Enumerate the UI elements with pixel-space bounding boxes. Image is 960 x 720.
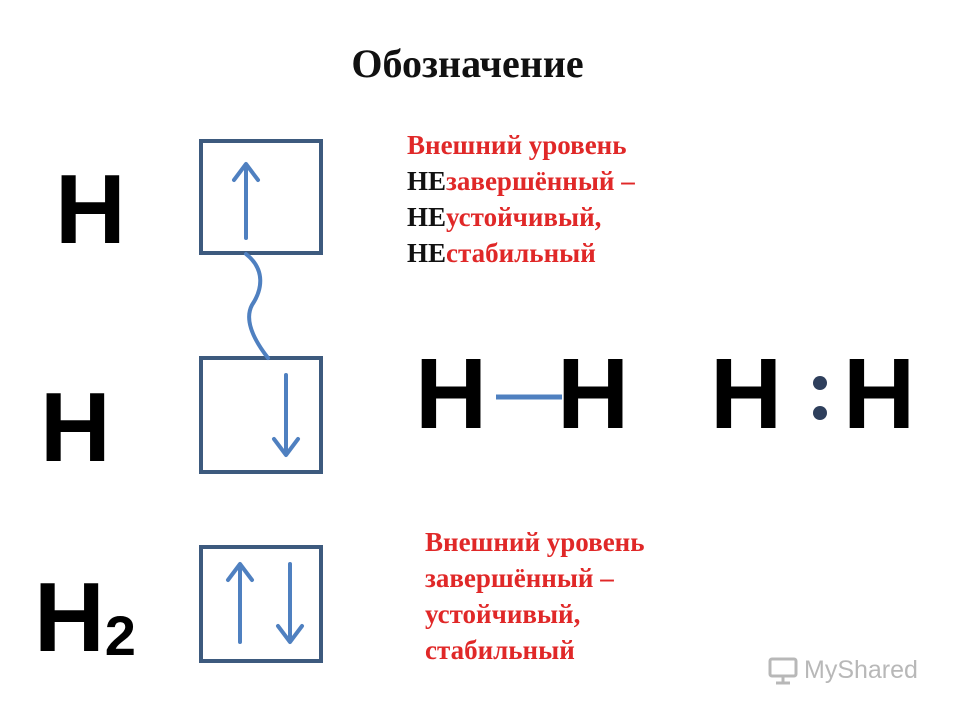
- molecule-symbol-subscript: 2: [104, 604, 136, 667]
- orbital-overlap-wave: [244, 252, 270, 360]
- bond-formula-atom-right: H: [557, 338, 630, 450]
- orbital-box-atom1: [199, 139, 323, 255]
- atom-symbol-2: H: [40, 372, 111, 482]
- note-bottom-line-4: стабильный: [425, 635, 575, 665]
- note-complete-level: Внешний уровень завершённый – устойчивый…: [425, 524, 645, 668]
- molecule-symbol-base: H: [34, 562, 105, 672]
- note-bottom-line-2: завершённый –: [425, 563, 614, 593]
- presentation-icon: [768, 657, 798, 684]
- note-top-line-1: Внешний уровень: [407, 130, 627, 160]
- watermark-text: MyShared: [804, 656, 918, 684]
- note-bottom-line-3: устойчивый,: [425, 599, 581, 629]
- bond-formula-atom-left: H: [415, 338, 488, 450]
- electron-dot-top: [813, 376, 827, 390]
- note-top-line-4: НЕстабильный: [407, 238, 596, 268]
- note-top-line-2: НЕзавершённый –: [407, 166, 635, 196]
- orbital-box-molecule: [199, 545, 323, 663]
- electron-formula-atom-right: H: [843, 338, 916, 450]
- arrow-up-icon: [226, 562, 254, 644]
- electron-formula-atom-left: H: [710, 338, 783, 450]
- arrow-down-icon: [272, 373, 300, 457]
- note-bottom-line-1: Внешний уровень: [425, 527, 645, 557]
- arrow-up-icon: [232, 162, 260, 240]
- electron-dot-bottom: [813, 406, 827, 420]
- note-incomplete-level: Внешний уровень НЕзавершённый – НЕустойч…: [407, 127, 635, 271]
- watermark: MyShared: [768, 656, 918, 685]
- orbital-box-atom2: [199, 356, 323, 474]
- note-top-line-3: НЕустойчивый,: [407, 202, 602, 232]
- atom-symbol-1: H: [55, 154, 126, 264]
- arrow-down-icon: [276, 562, 304, 644]
- page-title: Обозначение: [351, 41, 584, 86]
- molecule-symbol: H2: [34, 568, 136, 666]
